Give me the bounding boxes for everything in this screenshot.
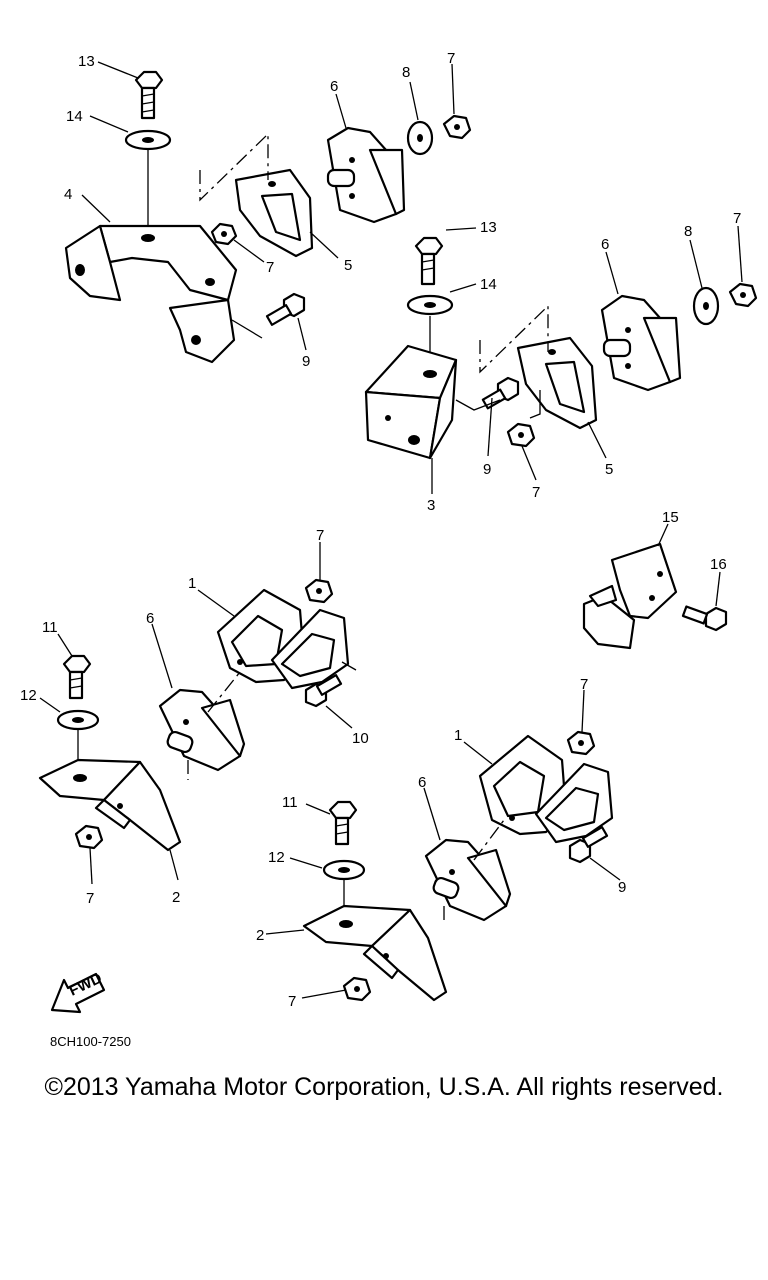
bracket-1-bottom-right[interactable]	[478, 734, 614, 844]
callout-11: 11	[42, 619, 58, 636]
rubber-mount-6-middle-left[interactable]	[158, 688, 246, 772]
rubber-mount-6-top-right[interactable]	[600, 294, 682, 392]
callout-1: 1	[188, 575, 196, 592]
bolt-9-top-left[interactable]	[265, 292, 306, 326]
callout-9: 9	[618, 879, 626, 896]
callout-7: 7	[288, 993, 296, 1010]
callout-5: 5	[344, 257, 352, 274]
bolt-13-top-left[interactable]	[134, 70, 164, 120]
nut-7-middle-left-top[interactable]	[304, 578, 334, 604]
callout-12: 12	[20, 687, 37, 704]
bolt-9-top-right[interactable]	[481, 376, 520, 410]
callout-7: 7	[316, 527, 324, 544]
callout-8: 8	[402, 64, 410, 81]
callout-8: 8	[684, 223, 692, 240]
washer-8-top-right[interactable]	[692, 286, 720, 326]
callout-9: 9	[302, 353, 310, 370]
bracket-1-middle-left[interactable]	[216, 588, 350, 690]
callout-14: 14	[480, 276, 497, 293]
callout-1: 1	[454, 727, 462, 744]
nut-7-bottom-right-bottom[interactable]	[342, 976, 372, 1002]
callout-7: 7	[266, 259, 274, 276]
callout-2: 2	[172, 889, 180, 906]
callout-6: 6	[330, 78, 338, 95]
callout-13: 13	[480, 219, 497, 236]
callout-2: 2	[256, 927, 264, 944]
washer-14-top-right[interactable]	[406, 294, 454, 316]
washer-14-top-left[interactable]	[124, 129, 172, 151]
washer-12-middle-left[interactable]	[56, 709, 100, 731]
bolt-16[interactable]	[681, 605, 728, 632]
diagram-part-code: 8CH100-7250	[50, 1034, 131, 1049]
bracket-3[interactable]	[364, 344, 458, 460]
washer-12-bottom-right[interactable]	[322, 859, 366, 881]
nut-7-top-right-outer[interactable]	[728, 282, 758, 308]
bracket-15[interactable]	[582, 542, 678, 650]
callout-7: 7	[532, 484, 540, 501]
callout-4: 4	[64, 186, 72, 203]
bolt-11-bottom-right[interactable]	[328, 800, 358, 846]
callout-16: 16	[710, 556, 727, 573]
callout-12: 12	[268, 849, 285, 866]
copyright-notice: ©2013 Yamaha Motor Corporation, U.S.A. A…	[44, 1073, 724, 1101]
bolt-11-middle-left[interactable]	[62, 654, 92, 700]
callout-11: 11	[282, 794, 298, 811]
rubber-mount-6-top-left[interactable]	[326, 126, 406, 224]
fwd-arrow-icon: FWD	[50, 970, 106, 1014]
callout-6: 6	[418, 774, 426, 791]
callout-14: 14	[66, 108, 83, 125]
nut-7-bottom-right-top[interactable]	[566, 730, 596, 756]
bracket-2-middle-left[interactable]	[38, 758, 182, 852]
parts-diagram: FWD 13 14 4 6 8 7 7 5 9 13 14 6 8 7 9 7 …	[20, 50, 758, 1014]
bracket-2-bottom-right[interactable]	[302, 904, 448, 1002]
callout-6: 6	[146, 610, 154, 627]
bolt-13-top-right[interactable]	[414, 236, 444, 286]
bolt-9-bottom-right[interactable]	[568, 826, 609, 864]
callout-15: 15	[662, 509, 679, 526]
callout-5: 5	[605, 461, 613, 478]
bolt-10[interactable]	[304, 674, 343, 708]
bracket-5-top-right[interactable]	[516, 336, 598, 430]
washer-8-top-left[interactable]	[406, 120, 434, 156]
bracket-5-top-left[interactable]	[234, 168, 314, 258]
callout-7: 7	[86, 890, 94, 907]
callout-3: 3	[427, 497, 435, 514]
callout-10: 10	[352, 730, 369, 747]
nut-7-top-left-outer[interactable]	[442, 114, 472, 140]
callout-7: 7	[447, 50, 455, 67]
callout-7: 7	[733, 210, 741, 227]
nut-7-top-right-inner[interactable]	[506, 422, 536, 448]
callout-6: 6	[601, 236, 609, 253]
nut-7-middle-left-bottom[interactable]	[74, 824, 104, 850]
callout-9: 9	[483, 461, 491, 478]
callout-7: 7	[580, 676, 588, 693]
nut-7-top-left-inner[interactable]	[210, 222, 238, 246]
bracket-4[interactable]	[64, 224, 238, 364]
callout-13: 13	[78, 53, 95, 70]
rubber-mount-6-bottom-right[interactable]	[424, 838, 512, 922]
